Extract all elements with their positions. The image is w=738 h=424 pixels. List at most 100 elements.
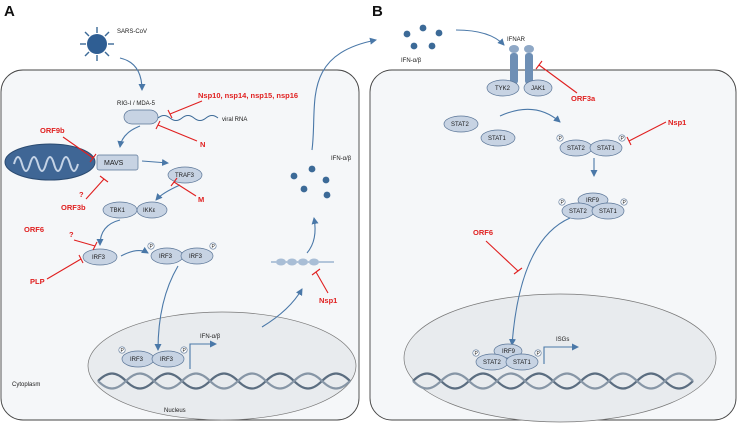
inhibition-m [170,177,197,197]
inhibition-orf3a [535,60,578,94]
nucleus-a [87,311,357,421]
inhibitor-nsp-group: Nsp10, nsp14, nsp15, nsp16 [198,91,298,100]
inhibitor-nsp1-a: Nsp1 [319,296,337,305]
irf3-nuc-right-label: IRF3 [160,357,174,363]
ifn-cytoplasm-label: IFN-α/β [331,156,352,162]
arrow-irf3-phosphorylation [120,246,149,257]
arrow-isgf3-to-nucleus [508,217,571,346]
rig-protein [123,109,159,125]
inhibition-nsp1-a [311,268,329,294]
ribosomes-icon [276,258,319,266]
jak1-label: JAK1 [531,86,546,92]
isgf3-stat1 [591,202,625,220]
inhibition-orf3b [85,175,109,200]
inhibitor-orf6-b: ORF6 [473,228,493,237]
ikke-label: IKKε [143,208,156,214]
tbk1-label: TBK1 [110,208,126,214]
phospho-label: P [537,351,541,357]
inhibitor-orf3b: ORF3b [61,203,86,212]
phospho-marker [618,134,626,142]
irf9-label: IRF9 [586,198,600,204]
irf9-protein [577,192,609,208]
arrow-mavs-to-traf3 [141,159,169,167]
stat1-p-label: STAT1 [597,146,615,152]
stat1-label: STAT1 [488,136,506,142]
irf3-dimer-left-label: IRF3 [159,254,173,260]
panel-label-b: B [372,3,383,20]
irf3-label: IRF3 [92,255,106,261]
phospho-marker [472,349,480,357]
irf9-nuc-label: IRF9 [502,349,516,355]
arrow-mrna-export [261,288,303,328]
stat2-p-label: STAT2 [567,146,585,152]
phospho-label: P [621,136,625,142]
isgf3-stat2-label: STAT2 [569,209,587,215]
phospho-marker [147,242,155,250]
arrow-tbk1-to-irf3 [96,219,121,246]
question-orf3b: ? [79,190,84,199]
viral-rna-strand [157,115,219,121]
phospho-label: P [121,348,125,354]
cytoplasm-label: Cytoplasm [12,382,40,388]
arrow-irf3-to-nucleus [154,265,179,351]
arrow-virus-to-rig [119,57,146,91]
inhibition-n [155,120,198,142]
tyk2-protein [486,79,520,97]
viral-rna-label: viral RNA [222,117,247,123]
phospho-label: P [559,136,563,142]
mavs-label: MAVS [104,160,124,167]
arrow-ifn-to-ifnar [455,29,505,46]
irf3-protein [82,248,118,266]
isgs-label: ISGs [556,337,569,343]
ifnar-receptor [509,45,534,84]
mavs-protein [96,154,139,171]
arrow-ifn-secretion [311,37,377,151]
stat1-protein [480,129,516,147]
inhibition-orf9b [62,136,97,163]
dna-helix-a [97,372,351,390]
phospho-label: P [212,244,216,250]
nuc-stat1-label: STAT1 [513,360,531,366]
phospho-marker [620,198,628,206]
phospho-label: P [150,244,154,250]
ikke-protein [136,201,168,219]
ifn-molecules-extracellular [403,24,443,50]
irf3-nuc-right [151,350,185,368]
arrow-traf3-to-tbk1 [155,184,181,201]
arrow-translation [306,217,319,254]
nucleus-b [403,293,717,423]
mitochondrion-icon [4,143,96,181]
inhibition-orf6-b [485,240,523,275]
inhibition-orf6-a [73,239,98,251]
sars-cov-virus-icon [80,27,114,61]
stat1-p-protein [589,139,623,157]
inhibition-nsp1-b [626,121,667,146]
inhibitor-orf9b: ORF9b [40,126,65,135]
stat2-label: STAT2 [451,122,469,128]
question-orf6: ? [69,230,74,239]
phospho-label: P [561,200,565,206]
phospho-marker [180,346,188,354]
tyk2-label: TYK2 [495,86,511,92]
dna-helix-b [412,372,694,390]
phospho-marker [118,346,126,354]
inhibitor-n: N [200,140,205,149]
arrow-rig-to-mavs [117,125,141,148]
traf3-label: TRAF3 [175,173,195,179]
jak1-protein [523,79,553,97]
irf3-dimer-right-label: IRF3 [189,254,203,260]
phospho-label: P [475,351,479,357]
ifn-molecules-cytoplasm [290,165,331,199]
inhibitor-plp: PLP [30,277,45,286]
phospho-marker [558,198,566,206]
inhibitor-orf3a: ORF3a [571,94,596,103]
phospho-marker [534,349,542,357]
stat2-protein [443,115,479,133]
virus-label: SARS-CoV [117,29,147,35]
nucleus-label: Nucleus [164,408,186,414]
ifn-extracellular-label: IFN-α/β [401,58,422,64]
phospho-marker [556,134,564,142]
phospho-marker [209,242,217,250]
irf3-dimer-right [180,247,214,265]
